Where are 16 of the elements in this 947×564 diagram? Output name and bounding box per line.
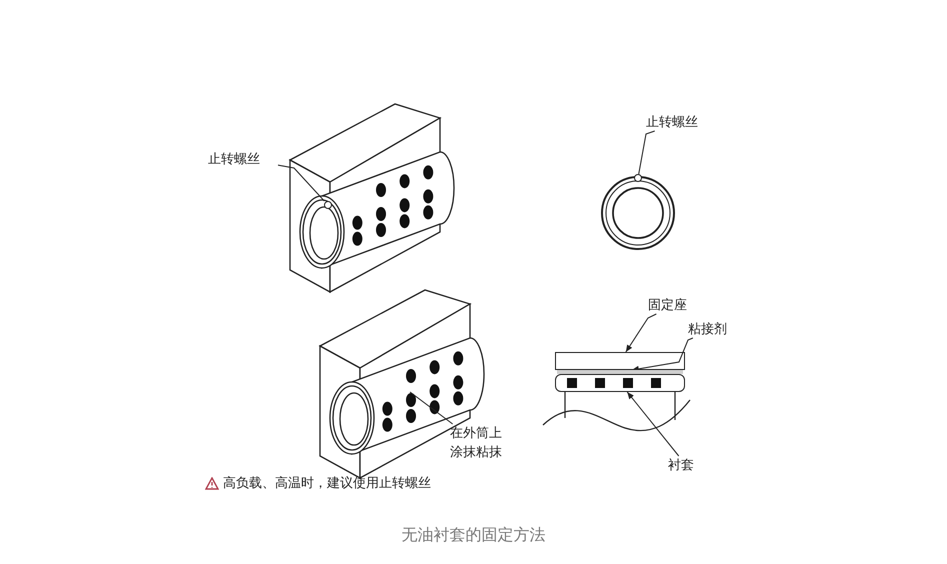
leader-line <box>626 392 680 456</box>
leader-line <box>625 314 657 352</box>
callout-text: 衬套 <box>668 456 704 474</box>
bushing-strip <box>555 374 685 392</box>
leader-line <box>638 130 656 174</box>
callout-text: 止转螺丝 <box>646 113 716 131</box>
warning-note: 高负载、高温时，建议使用止转螺丝 <box>223 475 431 493</box>
adhesive-layer <box>557 370 683 374</box>
leader-line <box>410 392 454 424</box>
caption: 无油衬套的固定方法 <box>400 524 546 546</box>
fixed-seat-box <box>555 352 685 370</box>
callout-text: 在外筒上涂抹粘抹 <box>450 424 506 462</box>
leader-line <box>631 338 694 372</box>
callout-text: 粘接剂 <box>688 320 742 338</box>
callout-text: 固定座 <box>648 296 702 314</box>
callout-text: 止转螺丝 <box>208 150 278 168</box>
